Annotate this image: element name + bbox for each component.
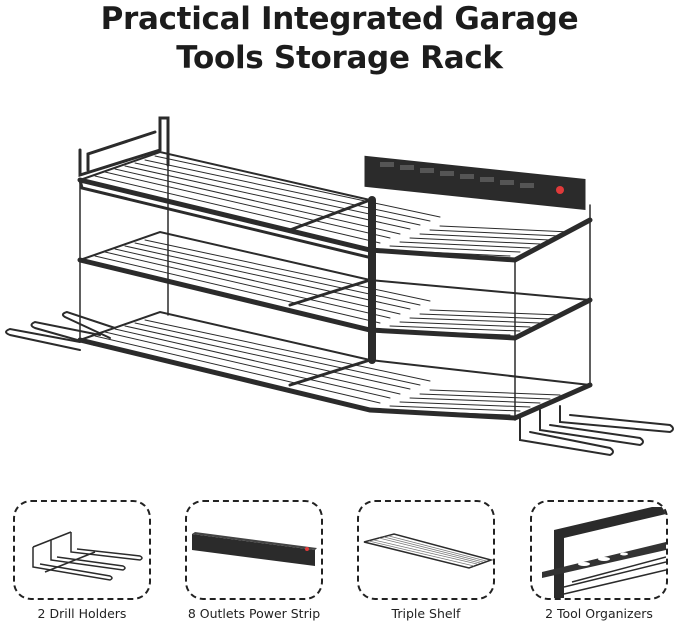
feature-tool-organizers [530, 500, 668, 600]
feature-power-strip [185, 500, 323, 600]
feature-label-power-strip: 8 Outlets Power Strip [187, 606, 321, 621]
title-line-1: Practical Integrated Garage [100, 1, 579, 37]
feature-label-triple-shelf: Triple Shelf [391, 606, 461, 621]
feature-label-drill-holders: 2 Drill Holders [37, 606, 127, 621]
garage-rack-product-image [5, 116, 674, 457]
tool-organizer-icon [542, 507, 666, 598]
power-strip-icon [192, 532, 317, 566]
feature-label-tool-organizers: 2 Tool Organizers [545, 606, 653, 621]
drill-holder-icon [32, 531, 143, 581]
title-line-2: Tools Storage Rack [176, 40, 503, 76]
feature-drill-holders [13, 500, 151, 600]
page-title: Practical Integrated Garage Tools Storag… [0, 0, 679, 78]
power-switch-icon [556, 186, 564, 194]
feature-triple-shelf [357, 500, 495, 600]
shelf-icon [363, 533, 493, 569]
